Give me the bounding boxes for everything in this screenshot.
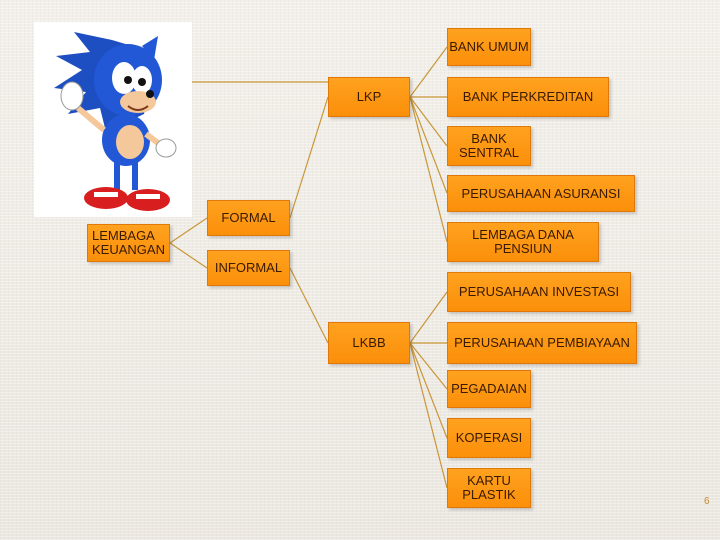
node-bank-perkreditan: BANK PERKREDITAN bbox=[447, 77, 609, 117]
node-koperasi: KOPERASI bbox=[447, 418, 531, 458]
node-perusahaan-asuransi: PERUSAHAAN ASURANSI bbox=[447, 175, 635, 212]
node-formal: FORMAL bbox=[207, 200, 290, 236]
node-bank-sentral: BANK SENTRAL bbox=[447, 126, 531, 166]
node-lkp: LKP bbox=[328, 77, 410, 117]
node-lembaga-keuangan: LEMBAGA KEUANGAN bbox=[87, 224, 170, 262]
node-lembaga-dana-pensiun: LEMBAGA DANA PENSIUN bbox=[447, 222, 599, 262]
page-number: 6 bbox=[704, 496, 710, 507]
node-perusahaan-investasi: PERUSAHAAN INVESTASI bbox=[447, 272, 631, 312]
sonic-illustration bbox=[34, 22, 192, 217]
node-lkbb: LKBB bbox=[328, 322, 410, 364]
node-informal: INFORMAL bbox=[207, 250, 290, 286]
sonic-icon bbox=[54, 32, 177, 211]
node-bank-umum: BANK UMUM bbox=[447, 28, 531, 66]
node-perusahaan-pembiayaan: PERUSAHAAN PEMBIAYAAN bbox=[447, 322, 637, 364]
node-pegadaian: PEGADAIAN bbox=[447, 370, 531, 408]
node-kartu-plastik: KARTU PLASTIK bbox=[447, 468, 531, 508]
